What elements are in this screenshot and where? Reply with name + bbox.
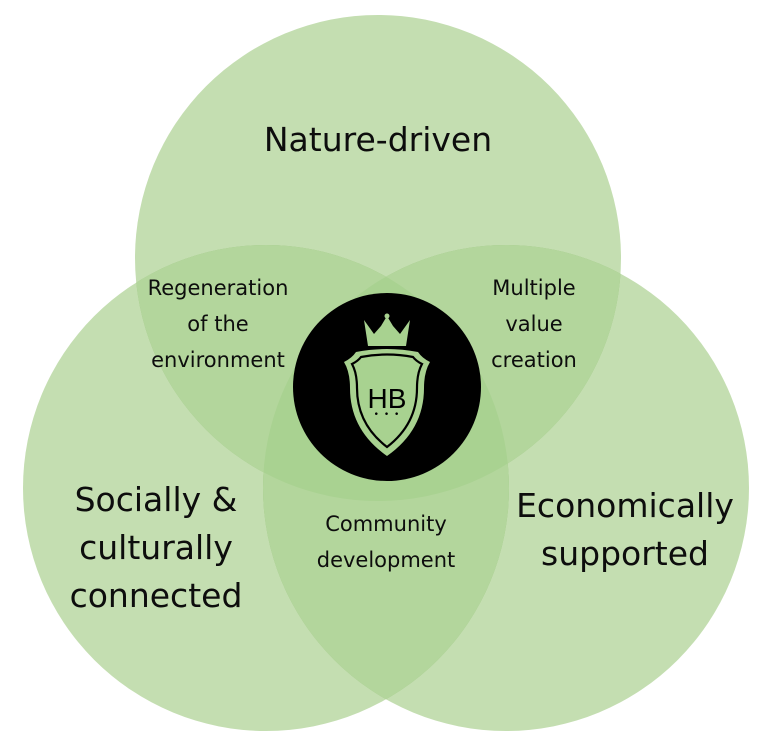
center-badge bbox=[293, 293, 481, 481]
label-economically-supported: Economically supported bbox=[516, 486, 734, 573]
label-multiple-value-creation: Multiple value creation bbox=[491, 276, 577, 373]
label-nature-driven: Nature-driven bbox=[263, 120, 493, 159]
label-community-development: Community development bbox=[316, 512, 456, 573]
logo-text: HB bbox=[367, 383, 407, 414]
label-socially-culturally-connected: Socially & culturally connected bbox=[69, 480, 243, 615]
crown-icon bbox=[364, 313, 410, 346]
logo-dots: • • • bbox=[373, 410, 401, 420]
label-regeneration-of-environment: Regeneration of the environment bbox=[147, 276, 289, 373]
shield-icon bbox=[344, 349, 430, 456]
